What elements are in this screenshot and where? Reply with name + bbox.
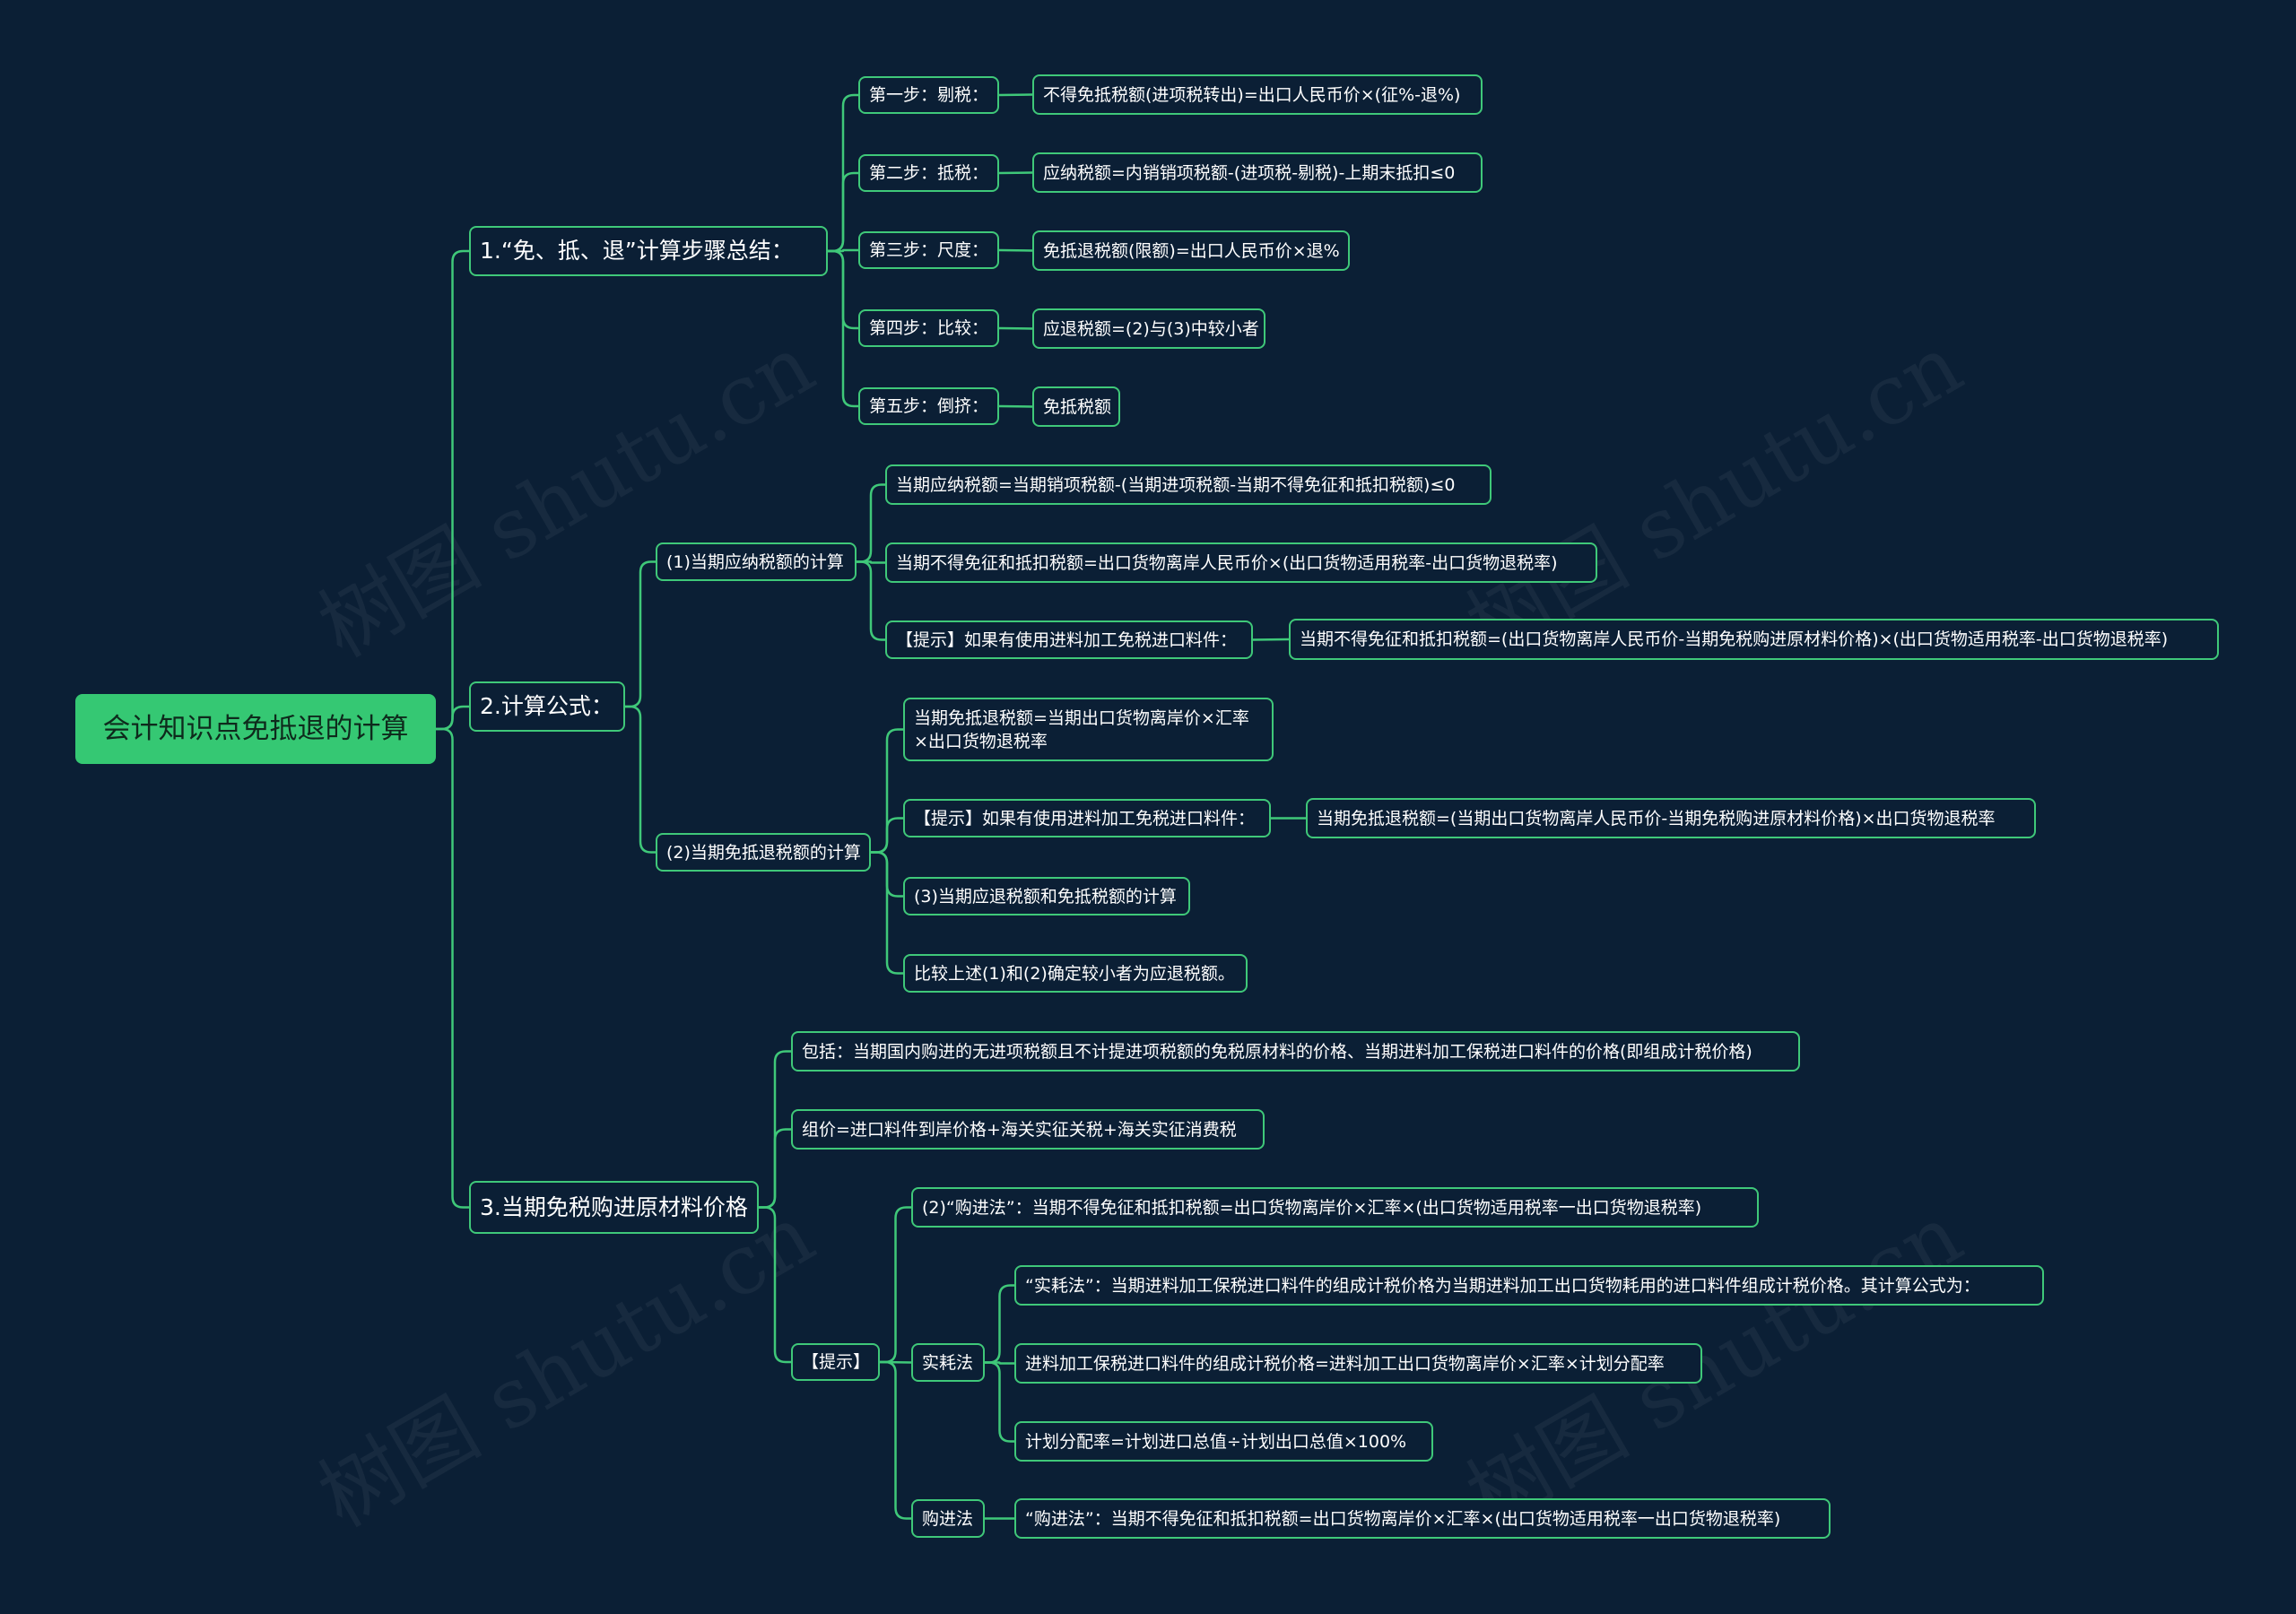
connector-line	[985, 1361, 1014, 1365]
connector-line	[880, 1360, 911, 1520]
bonded-material-price-formula[interactable]: 进料加工保税进口料件的组成计税价格=进料加工出口货物离岸价×汇率×计划分配率	[1014, 1343, 1702, 1384]
processing-hint-2[interactable]: 【提示】如果有使用进料加工免税进口料件：	[903, 799, 1271, 837]
branch-formulas[interactable]: 2.计算公式：	[469, 681, 625, 732]
connector-line	[857, 560, 885, 641]
refund-and-exempt-calculation[interactable]: (3)当期应退税额和免抵税额的计算	[903, 877, 1190, 915]
step-4-node[interactable]: 第四步：比较：	[858, 309, 999, 347]
exempt-refund-calculation[interactable]: (2)当期免抵退税额的计算	[656, 833, 871, 872]
connector-line	[828, 248, 858, 253]
connector-line	[880, 1206, 911, 1364]
connector-line	[828, 249, 858, 408]
connector-line	[857, 483, 885, 563]
connector-line	[759, 1206, 791, 1364]
connector-line	[759, 1128, 791, 1209]
step-5-result[interactable]: 免抵税额	[1032, 386, 1120, 427]
step-3-formula[interactable]: 免抵退税额(限额)=出口人民币价×退%	[1032, 230, 1350, 271]
connector-line	[998, 171, 1033, 175]
step-5-node[interactable]: 第五步：倒挤：	[858, 387, 999, 425]
branch-exempt-materials-price[interactable]: 3.当期免税购进原材料价格	[469, 1181, 759, 1234]
step-1-node[interactable]: 第一步：剔税：	[858, 76, 999, 114]
connector-line	[998, 326, 1033, 330]
compare-smaller-note[interactable]: 比较上述(1)和(2)确定较小者为应退税额。	[903, 954, 1248, 993]
connector-line	[436, 249, 469, 731]
purchase-method-formula[interactable]: “购进法”：当期不得免征和抵扣税额=出口货物离岸价×汇率×(出口货物适用税率一出…	[1014, 1498, 1831, 1539]
step-4-formula[interactable]: 应退税额=(2)与(3)中较小者	[1032, 308, 1265, 349]
step-1-formula[interactable]: 不得免抵税额(进项税转出)=出口人民币价×(征%-退%)	[1032, 74, 1483, 115]
payable-tax-formula[interactable]: 当期应纳税额=当期销项税额-(当期进项税额-当期不得免征和抵扣税额)≤0	[885, 464, 1492, 505]
exempt-refund-formula[interactable]: 当期免抵退税额=当期出口货物离岸价×汇率×出口货物退税率	[903, 698, 1274, 761]
processing-exempt-refund-formula[interactable]: 当期免抵退税额=(当期出口货物离岸人民币价-当期免税购进原材料价格)×出口货物退…	[1306, 798, 2036, 838]
connector-line	[828, 171, 858, 253]
hint-node[interactable]: 【提示】	[791, 1343, 880, 1381]
connector-line	[871, 851, 903, 975]
planned-allocation-rate-formula[interactable]: 计划分配率=计划进口总值÷计划出口总值×100%	[1014, 1421, 1433, 1462]
connector-line	[1252, 638, 1290, 641]
branch-steps-summary[interactable]: 1.“免、抵、退”计算步骤总结：	[469, 226, 828, 276]
step-3-node[interactable]: 第三步：尺度：	[858, 231, 999, 269]
connector-line	[625, 560, 656, 708]
purchase-method-formula-2[interactable]: (2)“购进法”：当期不得免征和抵扣税额=出口货物离岸价×汇率×(出口货物适用税…	[911, 1187, 1759, 1228]
actual-consumption-definition[interactable]: “实耗法”：当期进料加工保税进口料件的组成计税价格为当期进料加工出口货物耗用的进…	[1014, 1265, 2044, 1306]
step-2-node[interactable]: 第二步：抵税：	[858, 154, 999, 192]
connector-line	[998, 404, 1033, 408]
connector-line	[871, 817, 903, 854]
connector-line	[998, 93, 1033, 97]
connector-line	[985, 1361, 1014, 1443]
connector-line	[985, 1284, 1014, 1364]
purchase-method[interactable]: 购进法	[911, 1499, 985, 1538]
payable-tax-calculation[interactable]: (1)当期应纳税额的计算	[656, 542, 857, 581]
connector-line	[857, 560, 885, 564]
includes-note[interactable]: 包括：当期国内购进的无进项税额且不计提进项税额的免税原材料的价格、当期进料加工保…	[791, 1031, 1800, 1072]
connector-line	[625, 705, 656, 854]
connector-line	[998, 248, 1033, 252]
non-deductible-tax-formula[interactable]: 当期不得免征和抵扣税额=出口货物离岸人民币价×(出口货物适用税率-出口货物退税率…	[885, 542, 1597, 583]
step-2-formula[interactable]: 应纳税额=内销销项税额-(进项税-剔税)-上期末抵扣≤0	[1032, 152, 1483, 193]
processing-hint[interactable]: 【提示】如果有使用进料加工免税进口料件：	[885, 620, 1253, 659]
root-topic[interactable]: 会计知识点免抵退的计算	[75, 694, 436, 764]
processing-non-deductible-formula[interactable]: 当期不得免征和抵扣税额=(出口货物离岸人民币价-当期免税购进原材料价格)×(出口…	[1289, 619, 2219, 660]
composite-price-formula[interactable]: 组价=进口料件到岸价格+海关实征关税+海关实征消费税	[791, 1109, 1265, 1150]
actual-consumption-method[interactable]: 实耗法	[911, 1343, 985, 1382]
connector-line	[436, 727, 469, 1209]
